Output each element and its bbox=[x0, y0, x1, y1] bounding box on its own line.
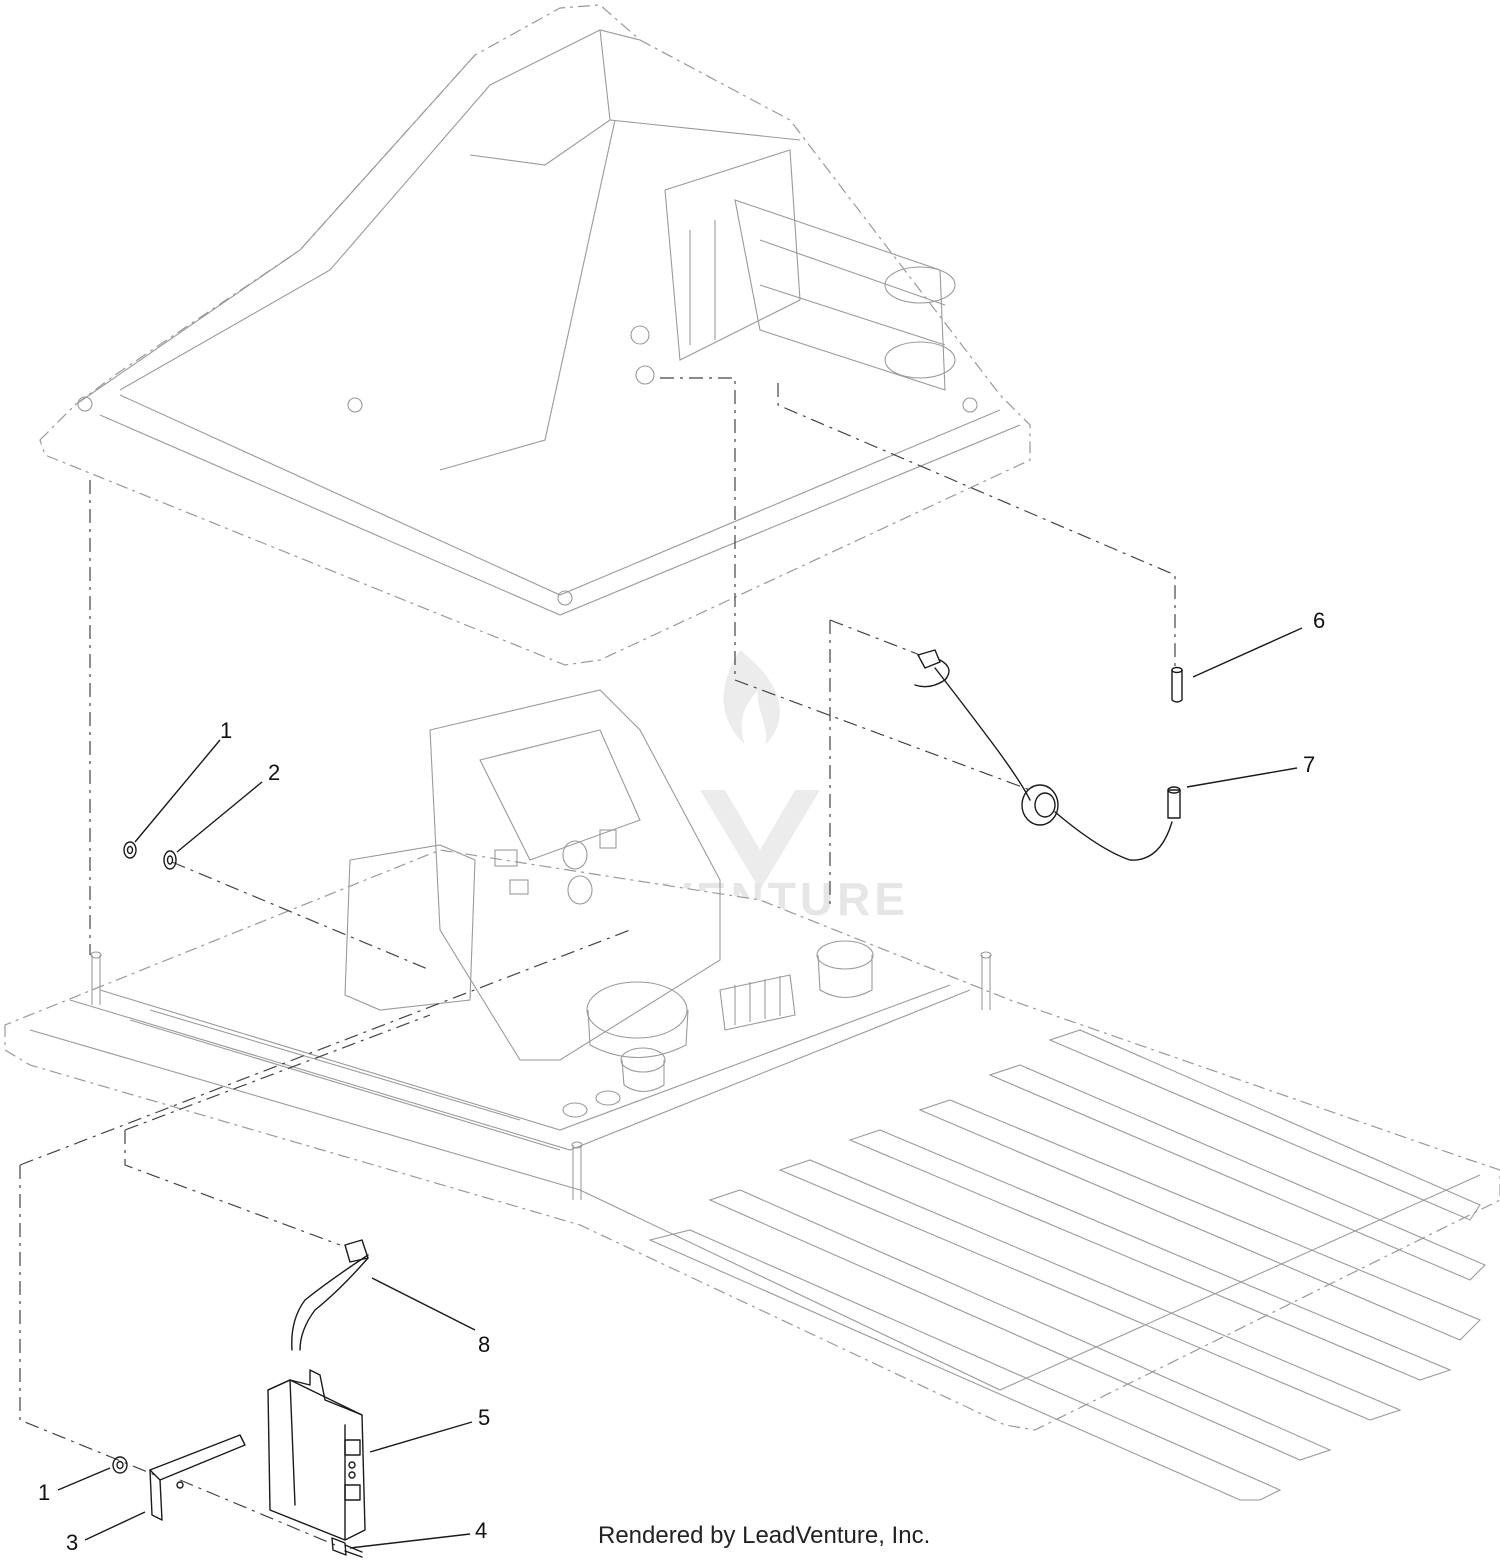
callout-6: 6 bbox=[1313, 608, 1325, 633]
upper-cover-phantom bbox=[39, 4, 1031, 666]
callout-numbers: 1 2 6 7 8 5 1 3 4 bbox=[38, 608, 1325, 1555]
part-8-wire-harness bbox=[291, 1239, 369, 1351]
callout-2: 2 bbox=[268, 760, 280, 785]
tray-standoffs bbox=[90, 951, 992, 1200]
callout-1-upper: 1 bbox=[220, 718, 232, 743]
callout-1-lower: 1 bbox=[38, 1480, 50, 1505]
controller-assembly-phantom bbox=[344, 689, 874, 1118]
part-1-nut-upper bbox=[123, 841, 137, 859]
part-1-nut-lower bbox=[112, 1456, 128, 1474]
cover-hinge-bracket bbox=[630, 149, 956, 391]
callout-4: 4 bbox=[475, 1518, 487, 1543]
part-7-cable-assembly bbox=[914, 649, 1181, 861]
callout-7: 7 bbox=[1303, 752, 1315, 777]
part-4-screw bbox=[331, 1537, 363, 1558]
part-2-washer bbox=[163, 850, 177, 870]
part-6-sensor bbox=[1171, 666, 1183, 703]
part-3-din-rail-bracket bbox=[149, 1434, 246, 1521]
footer-credit: Rendered by LeadVenture, Inc. bbox=[598, 1522, 931, 1549]
callout-8: 8 bbox=[478, 1332, 490, 1357]
callout-5: 5 bbox=[478, 1405, 490, 1430]
base-tray-phantom bbox=[4, 849, 1500, 1501]
leader-lines bbox=[57, 627, 1303, 1549]
phantom-alignment-lines bbox=[19, 377, 1176, 1546]
callout-3: 3 bbox=[66, 1530, 78, 1555]
part-5-relay-module bbox=[267, 1369, 366, 1541]
